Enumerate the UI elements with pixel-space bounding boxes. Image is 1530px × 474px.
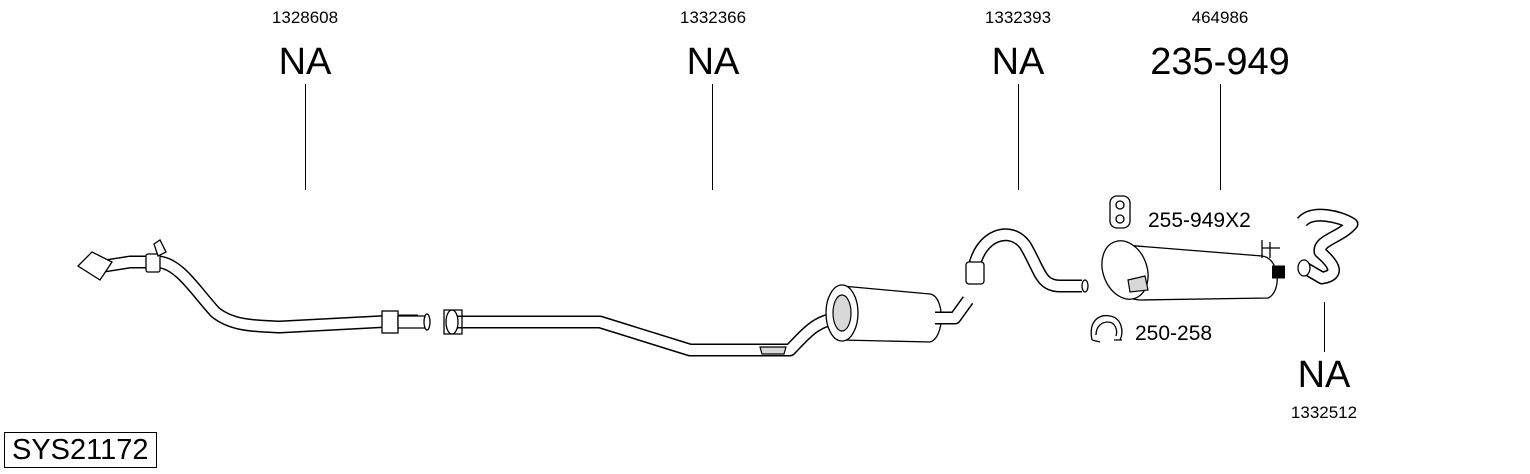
leader-line-2 <box>712 84 713 190</box>
connecting-pipe-part <box>965 228 1089 293</box>
leader-line-5 <box>1324 302 1325 352</box>
rubber-hanger-icon <box>1109 195 1131 229</box>
intermediate-pipe-part <box>443 284 974 357</box>
hanger-part-code: 255-949X2 <box>1148 209 1251 232</box>
leader-line-4 <box>1220 84 1221 190</box>
part-code-1: NA <box>278 41 332 83</box>
rear-silencer-part <box>1101 240 1285 301</box>
oem-number-1: 1328608 <box>271 8 339 27</box>
leader-line-1 <box>305 84 306 190</box>
oem-number-4: 464986 <box>1191 8 1249 27</box>
oem-number-3: 1332393 <box>984 8 1052 27</box>
clamp-icon <box>1090 314 1123 343</box>
front-pipe-part <box>76 239 431 334</box>
system-code-box: SYS21172 <box>4 432 157 468</box>
part-code-5: NA <box>1297 354 1351 396</box>
part-code-4: 235-949 <box>1150 41 1290 83</box>
tail-pipe-part <box>1297 208 1359 285</box>
leader-line-3 <box>1018 84 1019 190</box>
clamp-part-code: 250-258 <box>1135 322 1213 345</box>
part-code-3: NA <box>991 41 1045 83</box>
oem-number-2: 1332366 <box>679 8 747 27</box>
oem-number-5: 1332512 <box>1290 403 1358 422</box>
part-code-2: NA <box>686 41 740 83</box>
